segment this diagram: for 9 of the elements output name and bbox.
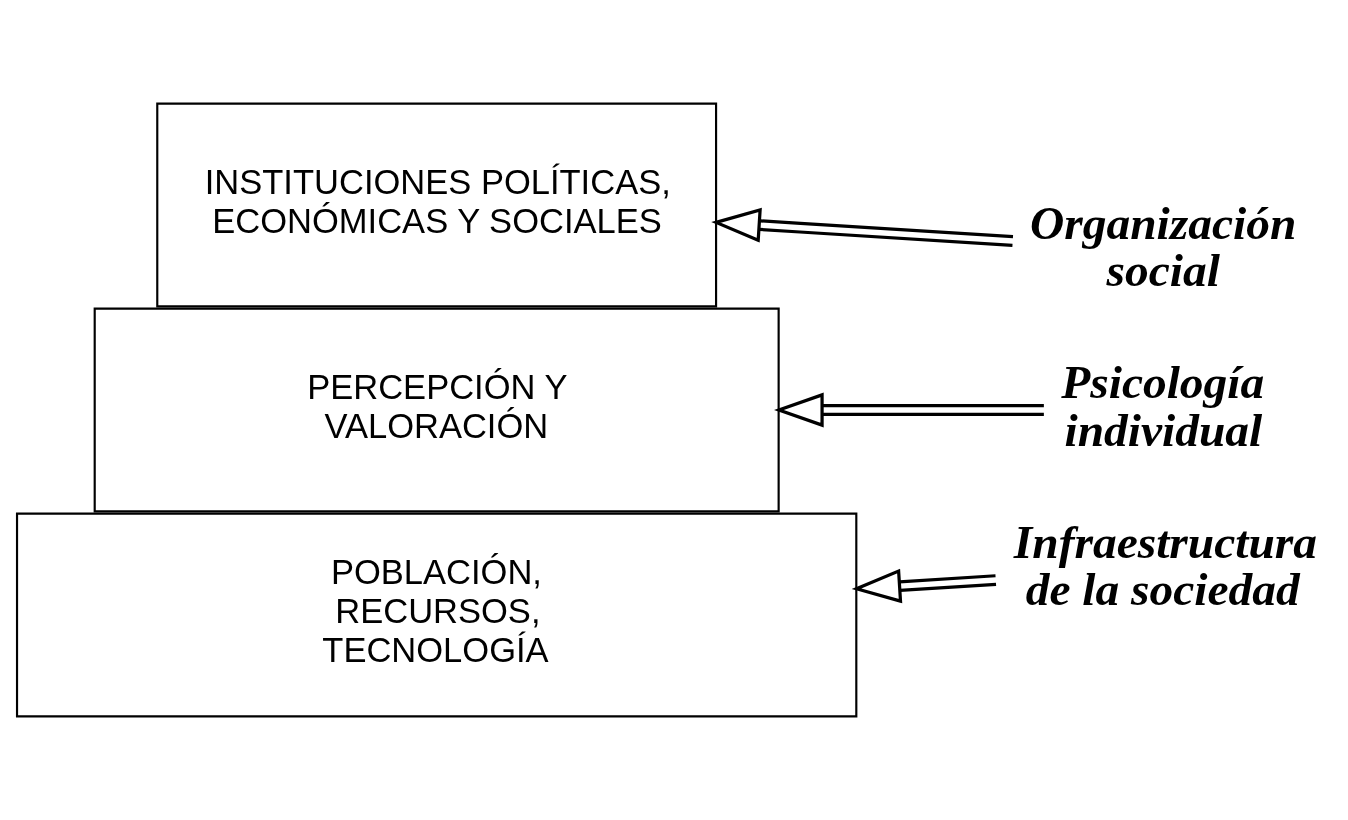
node-box: POBLACIÓN, RECURSOS, TECNOLOGÍA	[15, 512, 858, 718]
arrow	[851, 568, 997, 604]
node-text: Infraestructura de la sociedad	[1013, 516, 1318, 616]
node-box: PERCEPCIÓN Y VALORACIÓN	[93, 307, 780, 513]
node-text: Psicología individual	[1061, 356, 1265, 456]
node-box: INSTITUCIONES POLÍTICAS, ECONÓMICAS Y SOCIALES	[156, 102, 718, 308]
node-text: Organización social	[1029, 196, 1297, 297]
arrow	[711, 207, 1014, 247]
arrow	[774, 392, 1044, 428]
